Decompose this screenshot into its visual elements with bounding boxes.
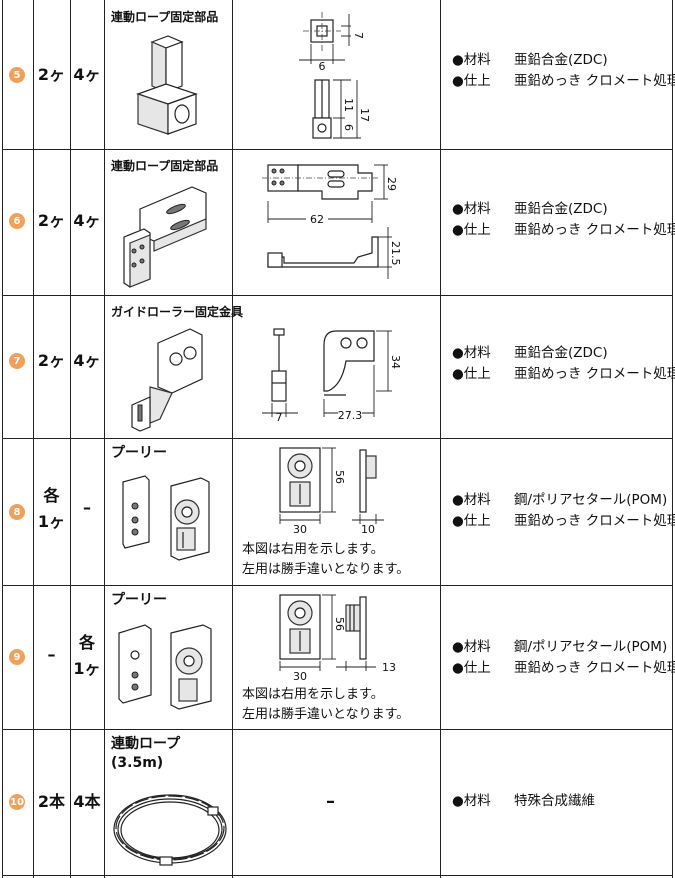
dimension-label: 30	[293, 523, 307, 536]
dimension-label: 6	[319, 60, 326, 73]
dimension-label: 6	[342, 124, 355, 131]
pulley-illustration	[118, 624, 212, 710]
table-row: 5 2ヶ 4ヶ 連動ロープ固定部品 7 6 11 17 6	[0, 0, 675, 149]
table-row: 8 各 1ヶ – プーリー 56 30 10 本図は	[0, 438, 675, 585]
drawing-note: 本図は右用を示します。 左用は勝手違いとなります。	[242, 687, 410, 722]
spec-finish: ●仕上亜鉛めっき クロメート処理	[452, 73, 675, 89]
part-name: プーリー	[111, 592, 167, 608]
table-row-divider	[2, 585, 673, 586]
table-row-divider	[2, 295, 673, 296]
pulley-drawing: 56 30 10	[279, 447, 384, 536]
qty-type-b: –	[83, 498, 91, 517]
table-row-divider	[2, 438, 673, 439]
guide-roller-bracket-illustration	[131, 328, 203, 432]
dimension-label: 27.3	[338, 409, 363, 422]
spec-finish: ●仕上亜鉛めっき クロメート処理	[452, 660, 675, 676]
qty-type-b: 各 1ヶ	[73, 633, 101, 678]
spec-finish: ●仕上亜鉛めっき クロメート処理	[452, 222, 675, 238]
rope-fixing-part-illustration	[123, 186, 207, 288]
table-border-right	[672, 0, 673, 878]
qty-type-a: 各 1ヶ	[37, 486, 66, 531]
table-row: 6 2ヶ 4ヶ 連動ロープ固定部品 29 62	[0, 149, 675, 295]
table-border-left	[2, 0, 3, 878]
dimension-label: 13	[382, 661, 396, 674]
table-row: 10 2本 4本 連動ロープ (3.5m) – ●材料特殊合成繊維	[0, 729, 675, 875]
spec-material: ●材料亜鉛合金(ZDC)	[452, 201, 608, 217]
table-row-divider	[2, 149, 673, 150]
dimension-label: 30	[293, 670, 307, 683]
spec-material: ●材料亜鉛合金(ZDC)	[452, 345, 608, 361]
item-number-badge: 9	[9, 649, 25, 665]
spec-material: ●材料特殊合成繊維	[452, 793, 595, 809]
dimension-label: 56	[333, 470, 346, 484]
table-column-divider	[33, 0, 34, 878]
rope-fixing-part-illustration	[136, 35, 198, 135]
table-row: 9 – 各 1ヶ プーリー 56 30 13	[0, 585, 675, 729]
qty-type-a: 2ヶ	[37, 211, 66, 230]
spec-list: ●材料亜鉛合金(ZDC) ●仕上亜鉛めっき クロメート処理	[452, 50, 675, 92]
item-number-badge: 8	[9, 504, 25, 520]
dimension-label: 11	[342, 98, 355, 112]
drawing-note: 本図は右用を示します。 左用は勝手違いとなります。	[242, 542, 410, 577]
item-number-badge: 7	[9, 353, 25, 369]
item-number-badge: 10	[9, 794, 25, 810]
rope-fixing-part-drawing: 7 6 11 17 6	[299, 12, 371, 139]
dimension-label: 7	[352, 32, 365, 39]
table-column-divider	[70, 0, 71, 878]
spec-finish: ●仕上亜鉛めっき クロメート処理	[452, 366, 675, 382]
table-row-divider	[2, 729, 673, 730]
table-column-divider	[104, 0, 105, 878]
rope-coil-illustration	[113, 794, 227, 866]
dimension-label: 62	[310, 213, 324, 226]
item-number-badge: 5	[9, 67, 25, 83]
no-drawing-dash: –	[326, 791, 335, 812]
spec-material: ●材料亜鉛合金(ZDC)	[452, 52, 608, 68]
qty-type-a: 2ヶ	[37, 65, 66, 84]
qty-type-a: 2ヶ	[37, 351, 66, 370]
guide-roller-bracket-drawing: 7 34 27.3	[262, 328, 402, 424]
qty-type-b: 4ヶ	[73, 65, 101, 84]
qty-type-b: 4本	[73, 792, 101, 811]
rope-fixing-part-drawing: 29 62 21.5	[262, 164, 402, 279]
dimension-label: 34	[389, 355, 402, 369]
qty-type-a: 2本	[37, 792, 66, 811]
dimension-label: 10	[361, 523, 375, 536]
part-name: プーリー	[111, 445, 167, 461]
table-border-bottom	[2, 875, 673, 876]
pulley-illustration	[122, 475, 210, 561]
spec-material: ●材料鋼/ポリアセタール(POM)	[452, 639, 668, 655]
spec-list: ●材料鋼/ポリアセタール(POM) ●仕上亜鉛めっき クロメート処理	[452, 490, 675, 532]
dimension-label: 7	[276, 411, 283, 424]
spec-finish: ●仕上亜鉛めっき クロメート処理	[452, 513, 675, 529]
table-column-divider	[440, 0, 441, 878]
qty-type-b: 4ヶ	[73, 211, 101, 230]
item-number-badge: 6	[9, 213, 25, 229]
part-name: 連動ロープ (3.5m)	[111, 736, 181, 771]
part-name: ガイドローラー固定金具	[111, 305, 244, 319]
dimension-label: 17	[358, 108, 371, 122]
qty-type-a: –	[47, 645, 56, 664]
part-name: 連動ロープ固定部品	[111, 10, 219, 24]
part-name: 連動ロープ固定部品	[111, 159, 219, 173]
table-column-divider	[232, 0, 233, 878]
dimension-label: 21.5	[389, 241, 402, 266]
spec-material: ●材料鋼/ポリアセタール(POM)	[452, 492, 668, 508]
spec-list: ●材料亜鉛合金(ZDC) ●仕上亜鉛めっき クロメート処理	[452, 199, 675, 241]
dimension-label: 29	[385, 177, 398, 191]
dimension-label: 56	[333, 617, 346, 631]
spec-list: ●材料特殊合成繊維	[452, 791, 595, 812]
table-row: 7 2ヶ 4ヶ ガイドローラー固定金具 7 34 27.3 ●材料亜鉛合金(ZD…	[0, 295, 675, 438]
pulley-drawing: 56 30 13	[279, 594, 396, 683]
qty-type-b: 4ヶ	[73, 351, 101, 370]
spec-list: ●材料亜鉛合金(ZDC) ●仕上亜鉛めっき クロメート処理	[452, 343, 675, 385]
spec-list: ●材料鋼/ポリアセタール(POM) ●仕上亜鉛めっき クロメート処理	[452, 637, 675, 679]
